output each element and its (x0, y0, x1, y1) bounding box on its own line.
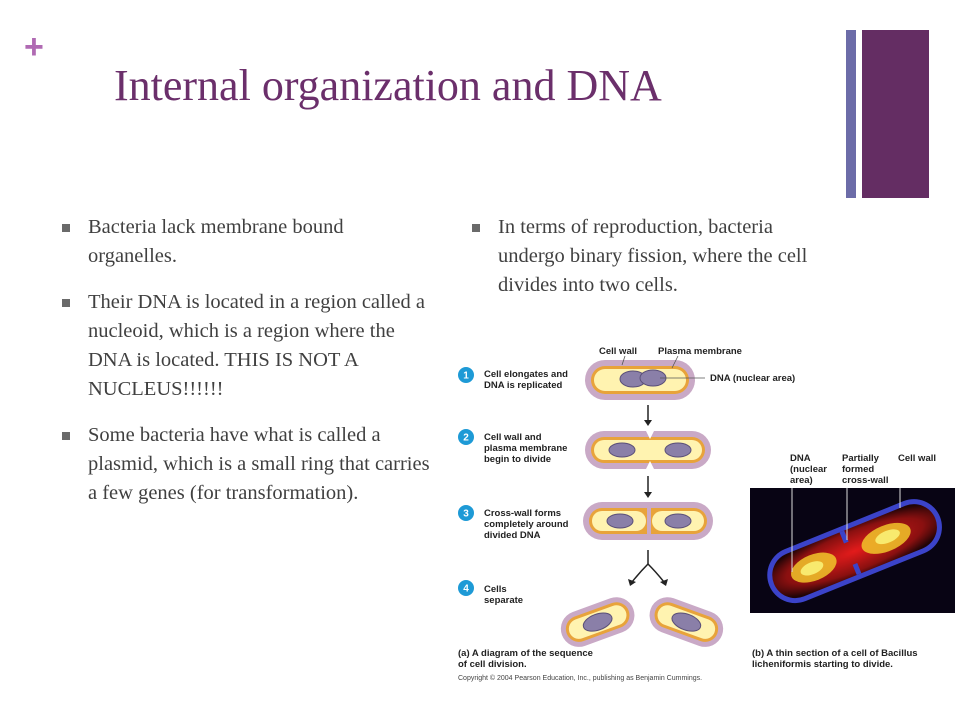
svg-text:4: 4 (463, 584, 469, 595)
svg-text:2: 2 (463, 433, 469, 444)
down-arrow-icon (644, 405, 652, 426)
copyright-text: Copyright © 2004 Pearson Education, Inc.… (458, 675, 703, 682)
left-bullet-list: Bacteria lack membrane bound organelles.… (62, 213, 432, 525)
plasma-membrane-label: Plasma membrane (658, 346, 742, 357)
cell-elongated (585, 360, 695, 400)
step-circle: 3 (458, 505, 474, 521)
split-arrow-icon (628, 550, 668, 586)
slide-title: Internal organization and DNA (114, 61, 662, 110)
svg-text:3: 3 (463, 509, 469, 520)
cell-dividing (585, 431, 711, 469)
accent-bar-wide (862, 30, 929, 198)
svg-text:1: 1 (463, 371, 469, 382)
cell-cross-wall (583, 502, 713, 540)
step-circle: 1 (458, 367, 474, 383)
bullet-square-icon (62, 224, 70, 232)
bullet-item: Bacteria lack membrane bound organelles. (62, 213, 432, 271)
step-circle: 2 (458, 429, 474, 445)
plus-mark: + (24, 28, 44, 66)
bullet-item: In terms of reproduction, bacteria under… (472, 213, 832, 300)
bullet-item: Some bacteria have what is called a plas… (62, 421, 432, 508)
bullet-square-icon (62, 299, 70, 307)
bullet-text: Some bacteria have what is called a plas… (88, 424, 430, 504)
down-arrow-icon (644, 476, 652, 498)
bullet-item: Their DNA is located in a region called … (62, 288, 432, 404)
micrograph-image (750, 488, 955, 613)
dna-nuclear-area-label: DNA (nuclear area) (710, 373, 796, 384)
cell-wall-b-label: Cell wall (898, 453, 937, 464)
binary-fission-figure: 1 2 3 4 (458, 355, 724, 647)
bullet-square-icon (62, 432, 70, 440)
accent-bar-thin (846, 30, 856, 198)
caption-b: (b) A thin section of a cell of Bacillus… (752, 648, 918, 670)
cell-wall-label: Cell wall (599, 346, 638, 357)
bullet-text: Bacteria lack membrane bound organelles. (88, 216, 344, 267)
step-circle: 4 (458, 580, 474, 596)
bullet-square-icon (472, 224, 480, 232)
bullet-text: Their DNA is located in a region called … (88, 291, 425, 400)
right-bullet-list: In terms of reproduction, bacteria under… (472, 213, 832, 317)
separated-cell (649, 597, 724, 647)
bullet-text: In terms of reproduction, bacteria under… (498, 216, 808, 296)
separated-cell (560, 597, 635, 647)
